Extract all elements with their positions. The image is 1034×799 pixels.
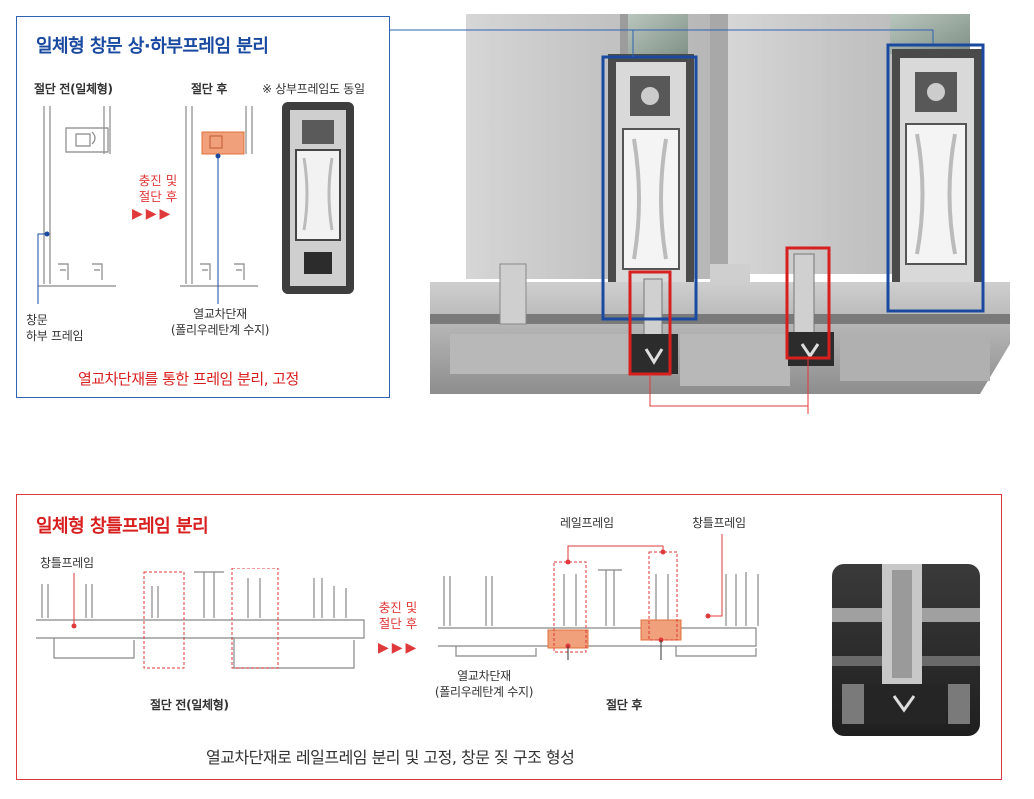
- cross-section-photo: [430, 14, 1010, 414]
- top-process-line1: 충진 및: [138, 173, 178, 188]
- bottom-detail-photo: [832, 564, 980, 736]
- bottom-material-line1: 열교차단재: [457, 669, 511, 683]
- top-material-line2: (폴리우레탄계 수지): [170, 323, 270, 337]
- bottom-after-label: 절단 후: [606, 698, 643, 712]
- bottom-arrows: ▶▶▶: [378, 640, 420, 656]
- top-title: 일체형 창문 상·하부프레임 분리: [36, 36, 269, 57]
- top-frame-label-line2: 하부 프레임: [26, 329, 84, 343]
- bottom-rail-label: 레일프레임: [560, 516, 614, 530]
- top-process-text: 충진 및 절단 후: [118, 173, 198, 205]
- top-frame-label: 창문 하부 프레임: [26, 312, 84, 344]
- bottom-title: 일체형 창틀프레임 분리: [36, 516, 209, 537]
- top-after-diagram: [180, 106, 258, 304]
- bottom-frame-label-left: 창틀프레임: [40, 556, 94, 570]
- top-before-diagram: [37, 106, 116, 304]
- bottom-after-diagram: [438, 534, 759, 660]
- bottom-before-label: 절단 전(일체형): [150, 698, 229, 712]
- top-summary: 열교차단재를 통한 프레임 분리, 고정: [78, 370, 299, 388]
- top-arrows: ▶▶▶: [132, 206, 174, 222]
- top-note: ※ 상부프레임도 동일: [262, 82, 365, 96]
- bottom-before-diagram: [36, 568, 365, 669]
- bottom-process-line2: 절단 후: [378, 616, 418, 631]
- blue-connector-lines: [390, 29, 934, 57]
- bottom-material-label: 열교차단재 (폴리우레탄계 수지): [424, 668, 544, 700]
- top-before-label: 절단 전(일체형): [34, 82, 113, 96]
- top-material-label: 열교차단재 (폴리우레탄계 수지): [160, 306, 280, 338]
- top-process-line2: 절단 후: [138, 189, 178, 204]
- top-detail-photo: [282, 102, 354, 294]
- top-frame-label-line1: 창문: [26, 313, 48, 327]
- bottom-material-line2: (폴리우레탄계 수지): [434, 685, 534, 699]
- bottom-summary: 열교차단재로 레일프레임 분리 및 고정, 창문 짖 구조 형성: [206, 748, 575, 767]
- bottom-frame-label-right: 창틀프레임: [692, 516, 746, 530]
- top-material-line1: 열교차단재: [193, 307, 247, 321]
- bottom-process-text: 충진 및 절단 후: [358, 600, 438, 632]
- top-after-label: 절단 후: [191, 82, 228, 96]
- bottom-process-line1: 충진 및: [378, 600, 418, 615]
